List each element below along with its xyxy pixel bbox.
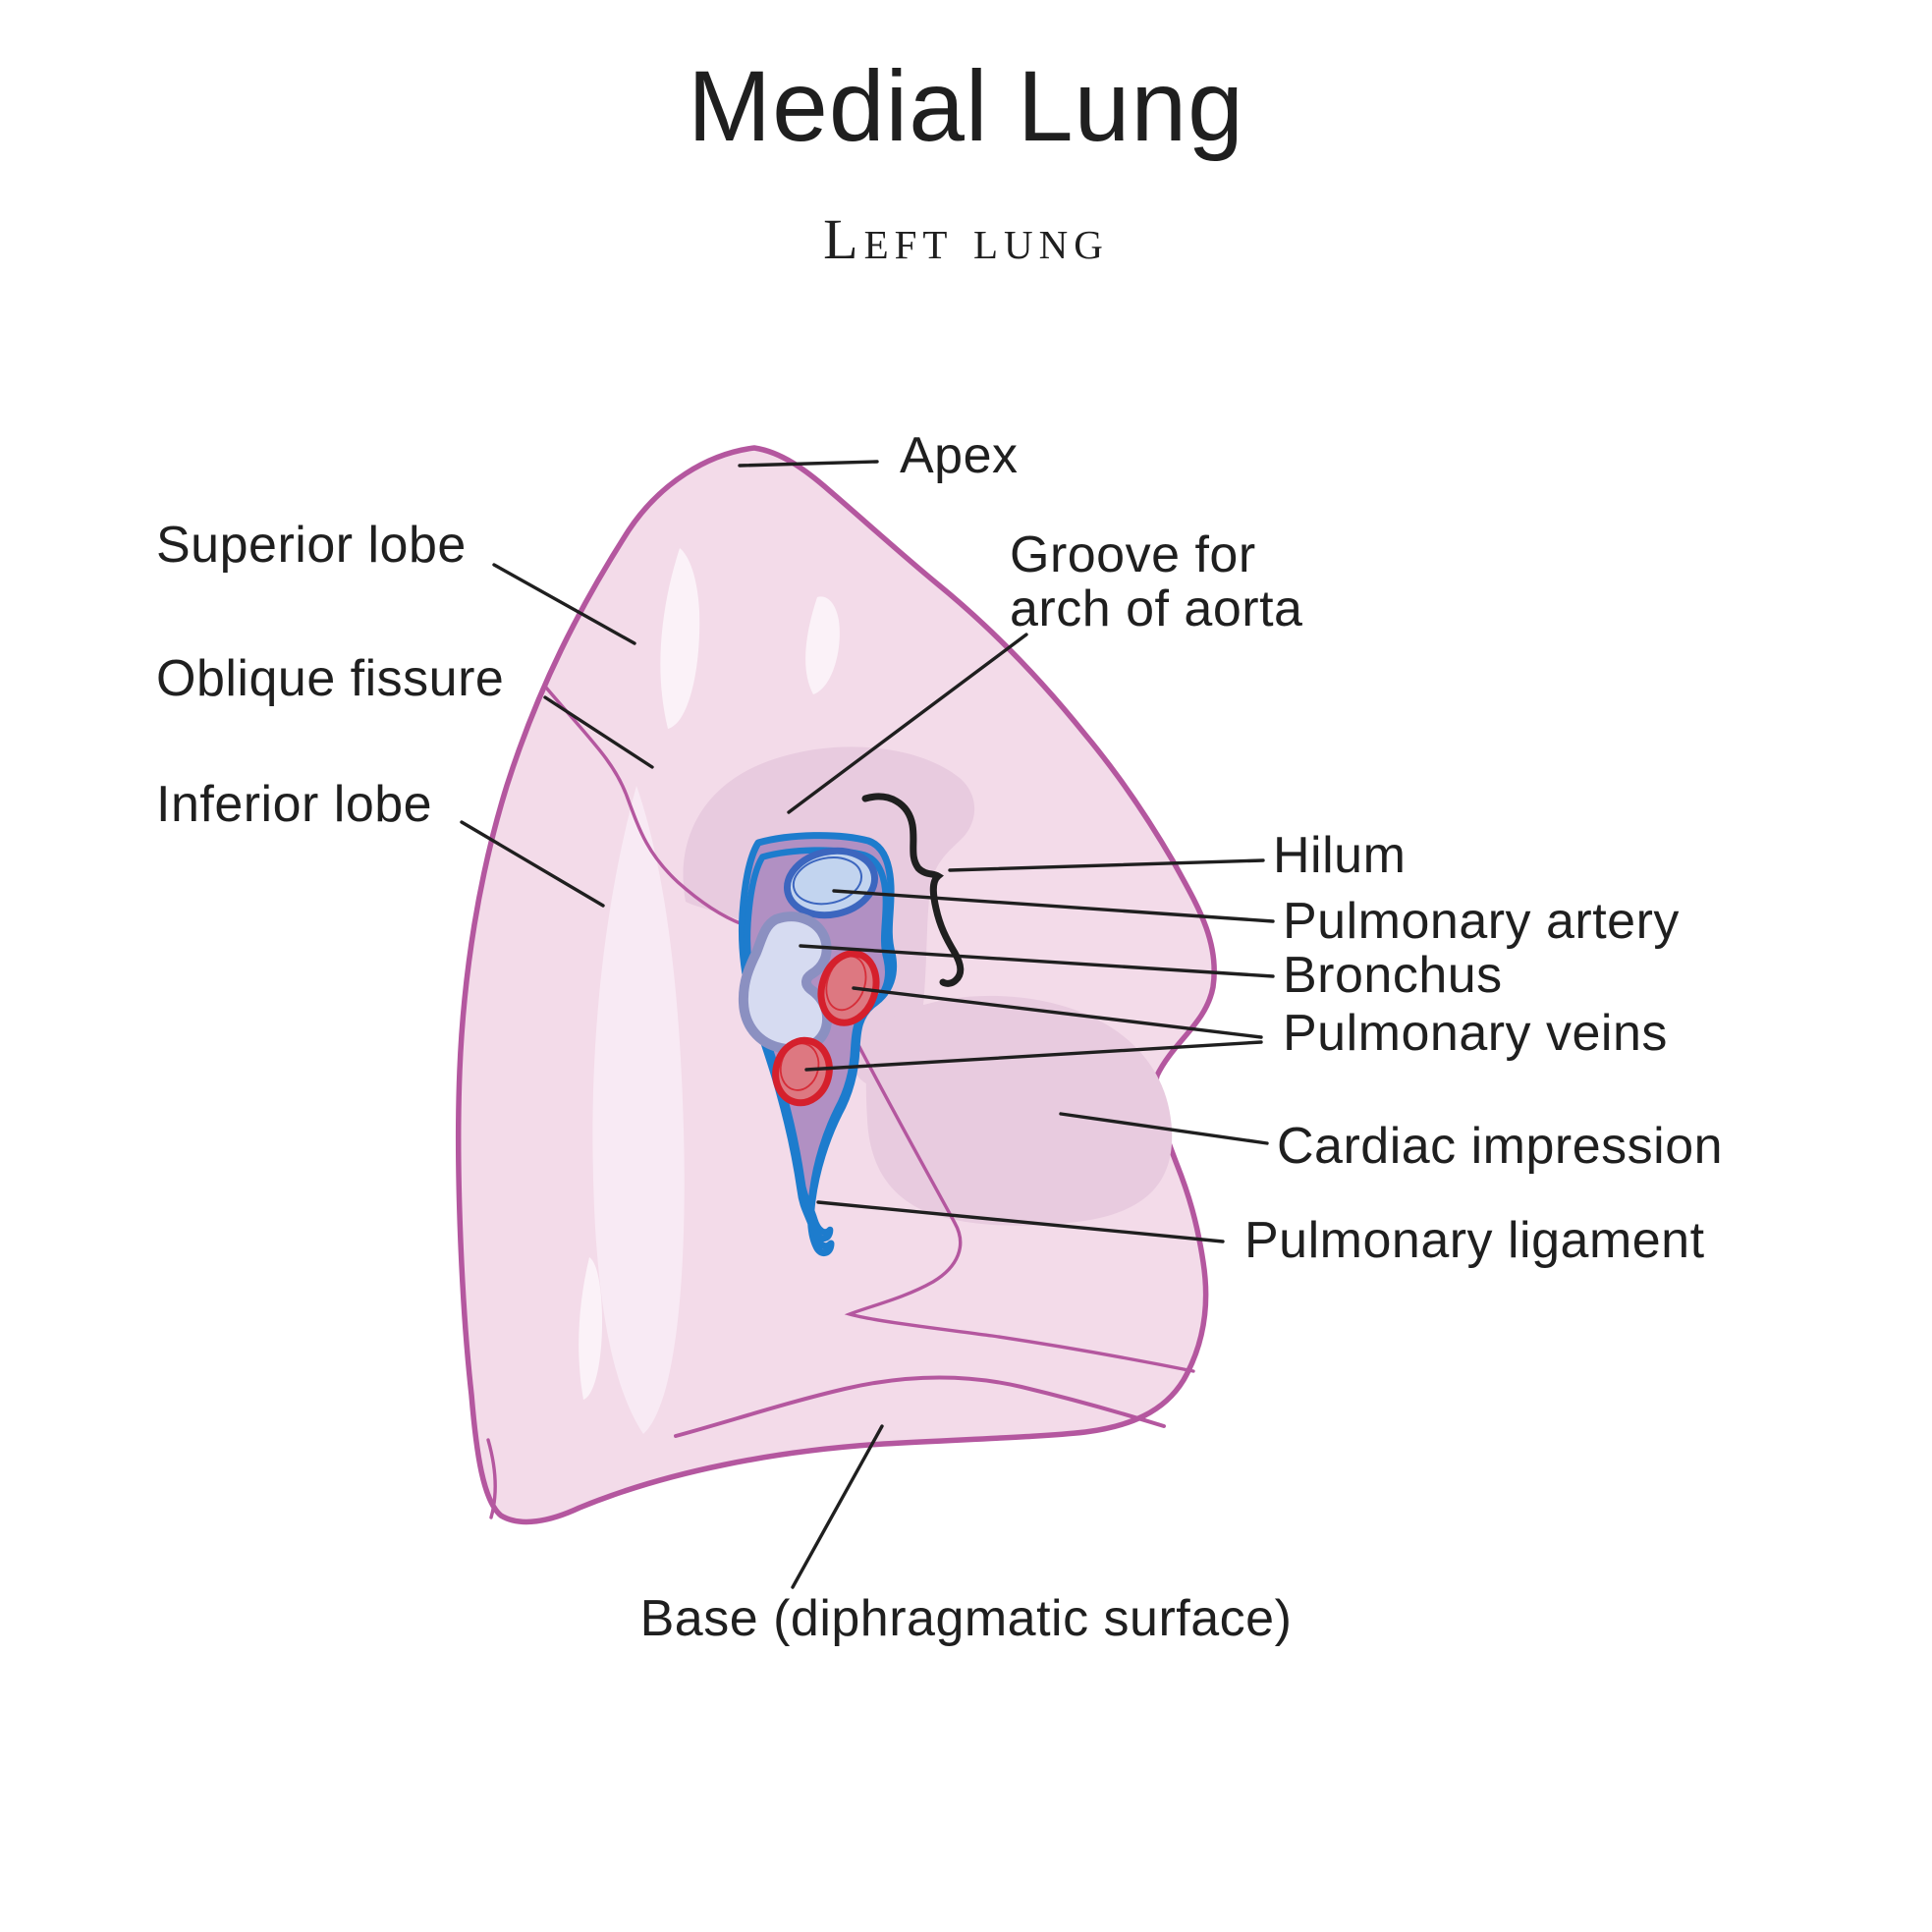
page-subtitle: Left lung (823, 207, 1109, 271)
bottom-left-fold-line (486, 1438, 497, 1519)
label-pulmonary-artery: Pulmonary artery (1283, 893, 1680, 950)
oblique-fissure-line (544, 686, 745, 926)
pulmonary-vein-lower-shape (772, 1036, 833, 1107)
apex-highlight (660, 548, 700, 729)
base-rim-line (674, 1375, 1166, 1438)
label-bronchus: Bronchus (1283, 947, 1503, 1004)
right-highlight (805, 596, 840, 694)
label-oblique-fissure: Oblique fissure (156, 650, 505, 707)
page-title: Medial Lung (688, 50, 1244, 162)
label-pulmonary-ligament: Pulmonary ligament (1244, 1212, 1705, 1269)
pulmonary-artery-shape (783, 847, 879, 919)
hilum-brace (861, 793, 965, 987)
cardiac-fold-line (844, 1041, 1195, 1373)
lower-left-highlight (579, 1257, 603, 1400)
inferior-lobe-light-band (592, 786, 685, 1434)
label-superior-lobe: Superior lobe (156, 517, 467, 574)
leader-lines (460, 460, 1275, 1589)
label-base: Base (diphragmatic surface) (639, 1590, 1293, 1647)
label-apex: Apex (900, 427, 1019, 484)
label-hilum: Hilum (1273, 827, 1407, 884)
label-groove-arch-aorta: Groove for arch of aorta (1010, 526, 1303, 638)
label-pulmonary-veins: Pulmonary veins (1283, 1005, 1668, 1062)
label-cardiac-impression: Cardiac impression (1277, 1118, 1724, 1175)
label-inferior-lobe: Inferior lobe (156, 776, 433, 833)
